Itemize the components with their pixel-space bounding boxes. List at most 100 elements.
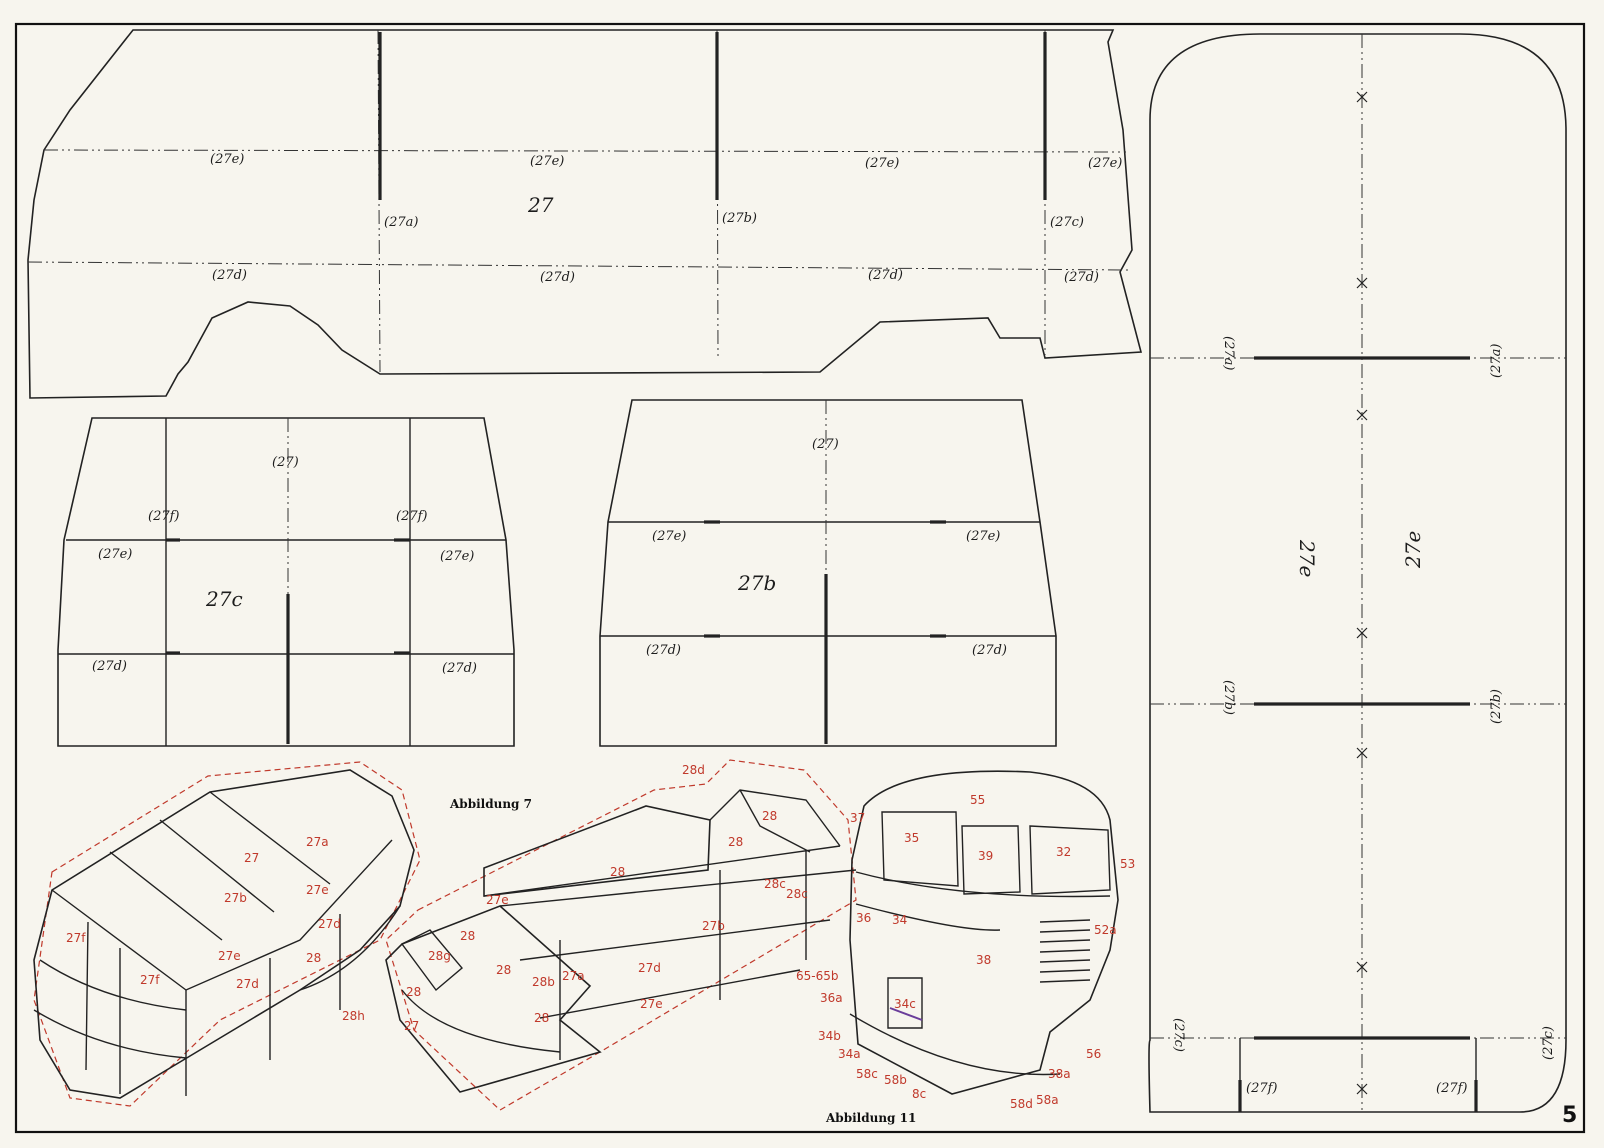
side-panel-27: (27e) (27e) (27e) (27e) 27 (27a) (27b) (… [27, 29, 1143, 399]
fig11-label-38a: 38a [1048, 1067, 1071, 1081]
fig11-label-56: 56 [1086, 1047, 1101, 1061]
mid-label-7: 27e [486, 893, 509, 907]
fig11-label-58a: 58a [1036, 1093, 1059, 1107]
mid-label-3: 28 [728, 835, 743, 849]
panel-27b: (27) (27e) (27e) 27b (27d) (27d) [599, 399, 1057, 747]
fig11-label-39: 39 [978, 849, 993, 863]
floor-main-left: 27e [1295, 539, 1319, 577]
floor-f-left: (27f) [1246, 1081, 1278, 1096]
mid-label-10: 27e [640, 997, 663, 1011]
b-d-left: (27d) [646, 643, 681, 658]
figure-11-bus-rear: 55 37 35 39 32 53 36 34 52a 38 65-65b 36… [796, 770, 1135, 1125]
c-d-right: (27d) [442, 661, 477, 676]
fig11-label-34c: 34c [894, 997, 916, 1011]
mid-label-17: 28 [534, 1011, 549, 1025]
mid-label-1: 28d [682, 763, 705, 777]
mid-label-18: 28h [342, 1009, 365, 1023]
fig11-label-55: 55 [970, 793, 985, 807]
floor-c-left: (27c) [1171, 1018, 1186, 1052]
mid-label-12: 28g [428, 949, 451, 963]
floor-panel-27e: 27e 27e (27a) (27a) (27b) (27b) (27c) (2… [1148, 33, 1567, 1113]
b-top: (27) [812, 437, 839, 452]
fig7-label-5: 27d [318, 917, 341, 931]
mid-label-15: 27a [562, 969, 585, 983]
figure-7-caption: Abbildung 7 [449, 797, 532, 811]
fig11-label-58d: 58d [1010, 1097, 1033, 1111]
c-f-right: (27f) [396, 509, 428, 524]
fig7-label-2: 27a [306, 835, 329, 849]
mid-label-6: 28c [786, 887, 808, 901]
fig11-label-35: 35 [904, 831, 919, 845]
fig11-label-37: 37 [850, 811, 865, 825]
side-fold-top-2: (27e) [530, 154, 564, 169]
floor-a-right: (27a) [1489, 344, 1504, 378]
middle-assembly: 28d 28 28 28 28c 28c 27e 27b 27d 27e 28 … [342, 759, 857, 1111]
side-main-label: 27 [527, 193, 554, 217]
floor-b-right: (27b) [1489, 689, 1504, 724]
fig11-label-36: 36 [856, 911, 871, 925]
floor-f-right: (27f) [1436, 1081, 1468, 1096]
side-fold-bottom-4: (27d) [1064, 270, 1099, 285]
side-fold-top-3: (27e) [865, 156, 899, 171]
c-main: 27c [205, 587, 243, 611]
fig11-label-34: 34 [892, 913, 907, 927]
c-e-left: (27e) [98, 547, 132, 562]
fig7-label-3: 27b [224, 891, 247, 905]
floor-cross-marks [1356, 91, 1368, 1095]
side-fold-bottom-2: (27d) [540, 270, 575, 285]
fig11-label-52a: 52a [1094, 923, 1117, 937]
fig7-label-8: 27f [140, 973, 160, 987]
side-slot-b: (27b) [722, 211, 757, 226]
mid-label-2: 28 [762, 809, 777, 823]
side-fold-top-4: (27e) [1088, 156, 1122, 171]
fig7-label-9: 27d [236, 977, 259, 991]
b-e-right: (27e) [966, 529, 1000, 544]
fig11-label-58c: 58c [856, 1067, 878, 1081]
floor-b-left: (27b) [1221, 680, 1236, 715]
floor-main-right: 27e [1401, 531, 1425, 569]
mid-label-8: 27b [702, 919, 725, 933]
b-main: 27b [737, 571, 776, 595]
side-fold-bottom-1: (27d) [212, 268, 247, 283]
mid-label-9: 27d [638, 961, 661, 975]
side-fold-top-1: (27e) [210, 152, 244, 167]
c-d-left: (27d) [92, 659, 127, 674]
b-e-left: (27e) [652, 529, 686, 544]
side-slot-a: (27a) [384, 215, 418, 230]
fig11-label-34a: 34a [838, 1047, 861, 1061]
mid-label-11: 28 [460, 929, 475, 943]
fig7-label-10: 28 [306, 951, 321, 965]
side-fold-bottom-3: (27d) [868, 268, 903, 283]
mid-label-16: 28 [406, 985, 421, 999]
fig11-label-38: 38 [976, 953, 991, 967]
mid-label-14: 28b [532, 975, 555, 989]
b-d-right: (27d) [972, 643, 1007, 658]
fig7-label-4: 27e [306, 883, 329, 897]
c-f-left: (27f) [148, 509, 180, 524]
floor-a-left: (27a) [1221, 336, 1236, 370]
mid-label-19: 27 [404, 1019, 419, 1033]
figure-7-assembly: 27 27a 27b 27e 27d 27f 27e 27f 27d 28 Ab… [33, 761, 532, 1107]
fig11-label-65: 65-65b [796, 969, 839, 983]
mid-label-5: 28c [764, 877, 786, 891]
figure-11-caption: Abbildung 11 [825, 1111, 916, 1125]
fig11-label-8c: 8c [912, 1087, 926, 1101]
page-frame [14, 22, 1586, 1134]
side-slot-c: (27c) [1050, 215, 1084, 230]
mid-label-4: 28 [610, 865, 625, 879]
fig11-label-34b: 34b [818, 1029, 841, 1043]
fig7-label-6: 27f [66, 931, 86, 945]
fig11-label-53: 53 [1120, 857, 1135, 871]
fig7-label-1: 27 [244, 851, 259, 865]
panel-27c: (27) (27f) (27f) (27e) (27e) 27c (27d) (… [57, 417, 515, 747]
fig11-label-32: 32 [1056, 845, 1071, 859]
page-number: 5 [1562, 1103, 1577, 1128]
floor-c-right: (27c) [1541, 1026, 1556, 1060]
c-e-right: (27e) [440, 549, 474, 564]
fig11-label-36a: 36a [820, 991, 843, 1005]
fig11-label-58b: 58b [884, 1073, 907, 1087]
c-top: (27) [272, 455, 299, 470]
mid-label-13: 28 [496, 963, 511, 977]
fig7-label-7: 27e [218, 949, 241, 963]
